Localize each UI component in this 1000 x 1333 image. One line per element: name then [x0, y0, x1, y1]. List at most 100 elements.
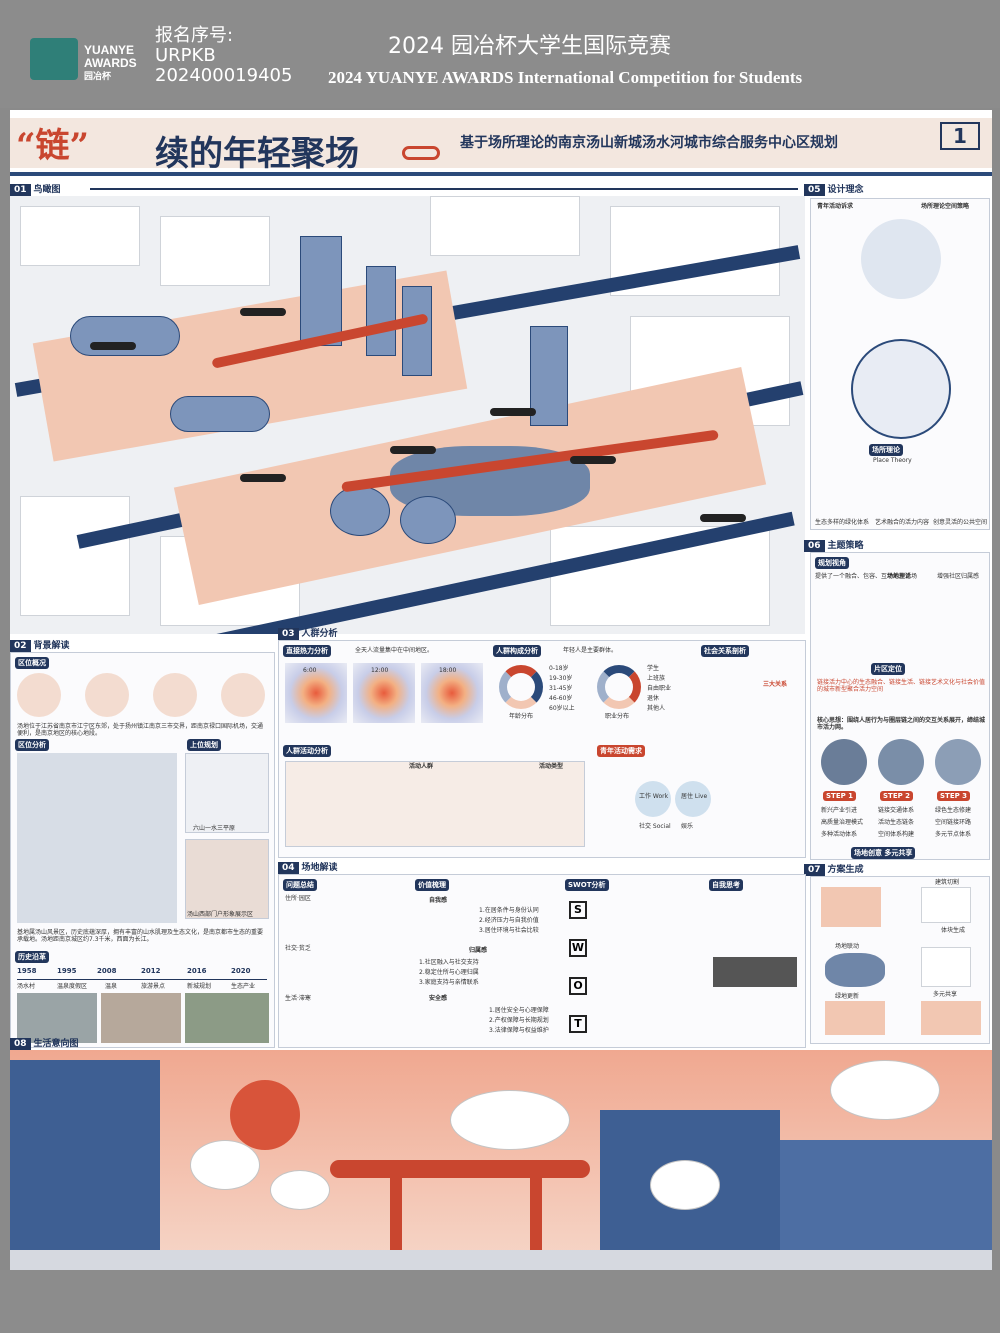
age-legend: 60岁以上 [549, 705, 575, 712]
gen-label: 建筑切割 [935, 879, 960, 886]
step-item: 绿色生态修建 [935, 807, 972, 814]
reg-label: 报名序号: [155, 25, 234, 46]
swot-title: SWOT分析 [565, 879, 609, 891]
page-number: 1 [940, 122, 980, 150]
job-legend: 退休 [647, 695, 660, 702]
year: 1958 [17, 967, 37, 975]
zone-map-circle [153, 673, 197, 717]
crowd-diagram [861, 219, 941, 299]
upper-plan-b: 汤山西部门户形象展示区 [187, 911, 254, 918]
upper-plan-title: 上位规划 [187, 739, 221, 751]
problem-item: 社交·贫乏 [285, 945, 311, 952]
tree-icon [650, 1160, 720, 1210]
section-label: 人群分析 [301, 629, 338, 639]
zone-analysis-title: 区位分析 [15, 739, 49, 751]
footer-bar [0, 1270, 1000, 1333]
age-legend: 46-60岁 [549, 695, 573, 702]
problems-title: 问题总结 [283, 879, 317, 891]
year: 2008 [97, 967, 117, 975]
section-label: 主题策略 [827, 541, 864, 551]
city-block [160, 216, 270, 286]
composition-note: 年轻人是主要群体。 [563, 647, 618, 654]
need-circle [635, 781, 671, 817]
upper-plan-map-a [185, 753, 269, 833]
site-desc: 基地属汤山风景区，历史底蕴深厚，拥有丰富的山水肌理及生态文化，是南京都市生态的重… [17, 929, 264, 943]
low-building [70, 316, 180, 356]
value-line: 3.家庭支持与亲情联系 [419, 979, 479, 986]
upper-plan-a: 六山一水三平原 [193, 825, 236, 832]
job-label: 职业分布 [605, 713, 630, 720]
yuanye-logo-icon [30, 38, 78, 80]
tower-building [366, 266, 396, 356]
theory-wheel [851, 339, 951, 439]
poster-sheet: “链” 续的年轻聚场 基于场所理论的南京汤山新城汤水河城市综合服务中心区规划 1… [10, 110, 992, 1270]
step-photo [878, 739, 924, 785]
chain-icon [402, 146, 440, 160]
low-building [170, 396, 270, 432]
cloud-icon [450, 1090, 570, 1150]
value-line: 3.居住环境与社会比较 [479, 927, 539, 934]
time-label: 6:00 [303, 667, 317, 674]
step-item: 新兴产业引进 [821, 807, 858, 814]
title-quote: “链” [16, 126, 90, 166]
sun-icon [230, 1080, 300, 1150]
job-donut [597, 665, 641, 709]
generation-panel: 建筑切割 体块生成 场地联动 绿地更新 多元共享 [810, 876, 990, 1044]
section-num: 04 [278, 862, 299, 874]
gen-step-diagram [921, 887, 971, 923]
step-1: STEP 1 [823, 791, 857, 801]
map-tag [570, 456, 616, 464]
value-item: 自我感 [429, 897, 448, 904]
brand-line2: AWARDS [84, 56, 137, 70]
concept-item-3: 创意灵活的公共空间 [933, 519, 988, 526]
crowd-panel: 直接热力分析 全天人流量集中在中间地区。 6:00 12:00 18:00 人群… [278, 640, 806, 858]
year-label: 新城规划 [187, 983, 212, 990]
section-label: 场地解读 [301, 863, 338, 873]
section-num: 03 [278, 628, 299, 640]
gen-step-diagram [921, 1001, 981, 1035]
history-photo [185, 993, 269, 1043]
age-legend: 0-18岁 [549, 665, 569, 672]
ground-plane [10, 1250, 992, 1270]
section-num: 02 [10, 640, 31, 652]
reflection-photo [713, 957, 797, 987]
step-item: 空间体系构建 [878, 831, 915, 838]
job-legend: 自由职业 [647, 685, 672, 692]
city-block [430, 196, 580, 256]
gen-label: 体块生成 [941, 927, 966, 934]
heatmap-18 [421, 663, 483, 723]
zone-desc: 汤地位于江苏省南京市江宁区东郊，处于扬州镇江南京三市交界，距南京禄口国际机场，交… [17, 723, 264, 737]
concept-title: 场所理论 [869, 444, 903, 456]
competition-subtitle: 2024 YUANYE AWARDS International Competi… [328, 68, 803, 87]
value-line: 2.经济压力与自我价值 [479, 917, 539, 924]
section-label: 方案生成 [827, 865, 864, 875]
history-title: 历史沿革 [15, 951, 49, 963]
tower-building [402, 286, 432, 376]
step-item: 高质量治理模式 [821, 819, 864, 826]
step-photo [821, 739, 867, 785]
activity-type: 活动类型 [539, 763, 564, 770]
illustration-building [780, 1140, 992, 1270]
bridge-pillar [390, 1178, 402, 1258]
project-subtitle: 基于场所理论的南京汤山新城汤水河城市综合服务中心区规划 [460, 135, 838, 151]
job-legend: 上班族 [647, 675, 666, 682]
value-line: 1.居住安全与心理保障 [489, 1007, 549, 1014]
positioning-desc: 链接活力中心的生态融合、链接生活、链接艺术文化与社会价值的城市新型聚合活力空间 [817, 679, 986, 693]
time-label: 12:00 [371, 667, 389, 674]
problem-item: 住所·园区 [285, 895, 311, 902]
timeline-line [17, 979, 267, 980]
concept-panel: 青年活动诉求 场所理论空间策略 场所理论 Place Theory 生态多样的绿… [810, 198, 990, 530]
map-tag [390, 446, 436, 454]
map-tag [90, 342, 136, 350]
youth-needs-title: 青年活动需求 [597, 745, 645, 757]
heatmap-note: 全天人流量集中在中间地区。 [355, 647, 434, 654]
tower-building [300, 236, 342, 346]
plan-item-2: 场地理论 [887, 573, 912, 580]
step-item: 多种活动体系 [821, 831, 858, 838]
time-label: 18:00 [439, 667, 457, 674]
map-tag [240, 308, 286, 316]
activity-people: 活动人群 [409, 763, 434, 770]
need-fun: 娱乐 [681, 823, 694, 830]
